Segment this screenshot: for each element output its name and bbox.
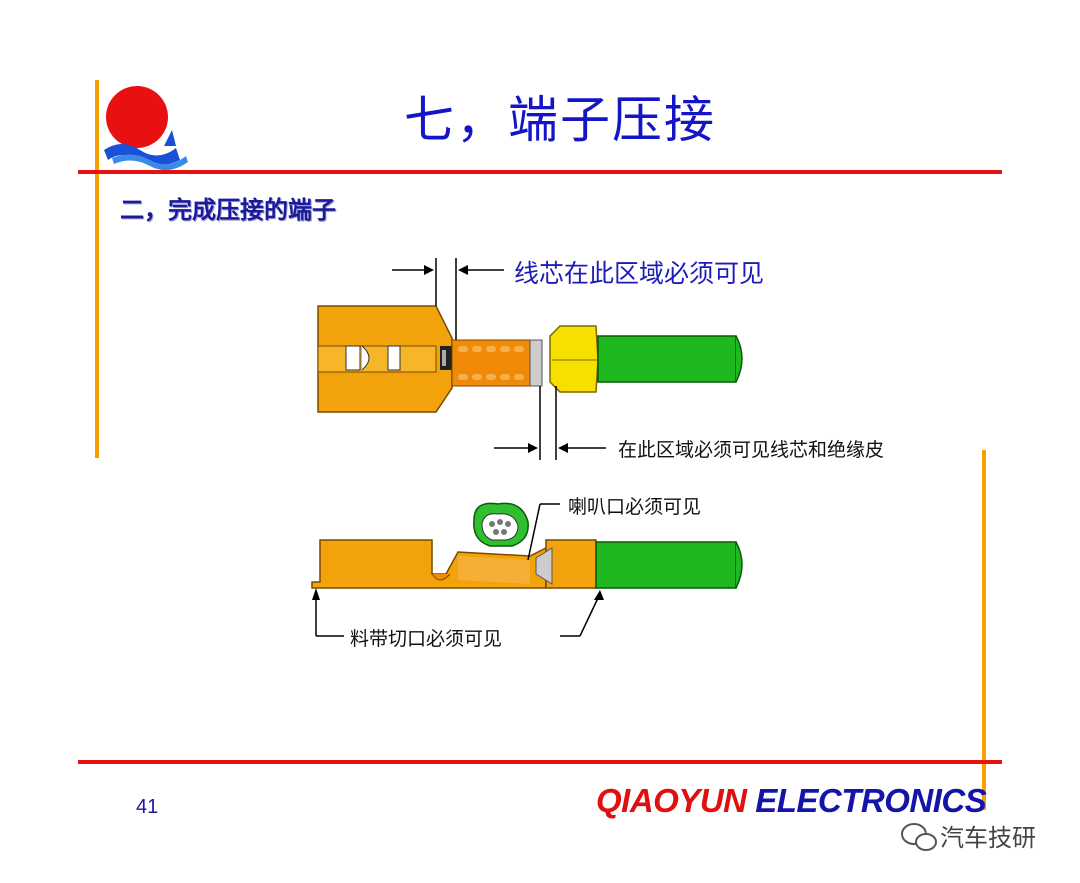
watermark: 汽车技研	[940, 818, 1036, 853]
left-orange-rule	[95, 80, 99, 458]
callout-core-visible: 线芯在此区域必须可见	[514, 259, 765, 288]
wechat-icon	[901, 823, 937, 851]
terminal-top-view	[317, 258, 743, 460]
slide-title: 七，端子压接	[404, 91, 716, 149]
callout-carrier-cutoff: 料带切口必须可见	[350, 628, 503, 650]
brand-part2: ELECTRONICS	[755, 782, 987, 819]
top-red-rule	[78, 170, 1002, 174]
terminal-side-view	[311, 503, 743, 637]
callout-bellmouth: 喇叭口必须可见	[568, 496, 702, 518]
right-orange-rule	[982, 450, 986, 810]
bottom-red-rule	[78, 760, 1002, 764]
crimp-cross-section	[473, 502, 529, 547]
brand-name: QIAOYUN ELECTRONICS	[596, 782, 987, 820]
brand-part1: QIAOYUN	[596, 782, 747, 819]
watermark-text: 汽车技研	[940, 824, 1036, 852]
callout-core-and-insulation: 在此区域必须可见线芯和绝缘皮	[618, 439, 885, 461]
page-number: 41	[136, 796, 159, 818]
sun-over-waves-logo	[104, 86, 188, 171]
section-heading: 二，完成压接的端子	[120, 195, 336, 224]
